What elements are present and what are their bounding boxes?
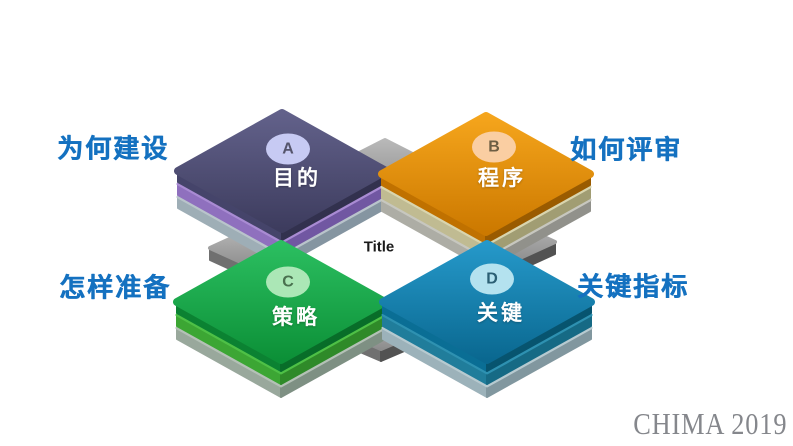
center-title: Title xyxy=(363,238,395,256)
tile-b-letter: B xyxy=(488,138,500,155)
tile-d-label: 关键 xyxy=(477,302,525,325)
tile-c-badge: C xyxy=(266,266,310,298)
tile-b-badge: B xyxy=(472,131,516,163)
tile-a-badge: A xyxy=(266,133,310,165)
tile-b-block xyxy=(378,112,594,270)
tile-d-block xyxy=(379,240,595,398)
watermark-text: CHIMA 2019 xyxy=(632,406,787,441)
tile-c-label: 策略 xyxy=(272,306,320,329)
label-bottom-right: 关键指标 xyxy=(576,271,690,302)
tile-a-block xyxy=(174,109,390,267)
label-top-left: 为何建设 xyxy=(56,133,170,164)
tile-a-letter: A xyxy=(282,140,294,157)
tile-a-label: 目的 xyxy=(273,167,321,190)
tile-b-label: 程序 xyxy=(478,167,526,190)
tile-d-letter: D xyxy=(486,270,498,287)
label-top-right: 如何评审 xyxy=(569,134,683,165)
label-bottom-left: 怎样准备 xyxy=(58,272,172,303)
tile-c-letter: C xyxy=(282,273,294,290)
tile-d-badge: D xyxy=(470,263,514,295)
